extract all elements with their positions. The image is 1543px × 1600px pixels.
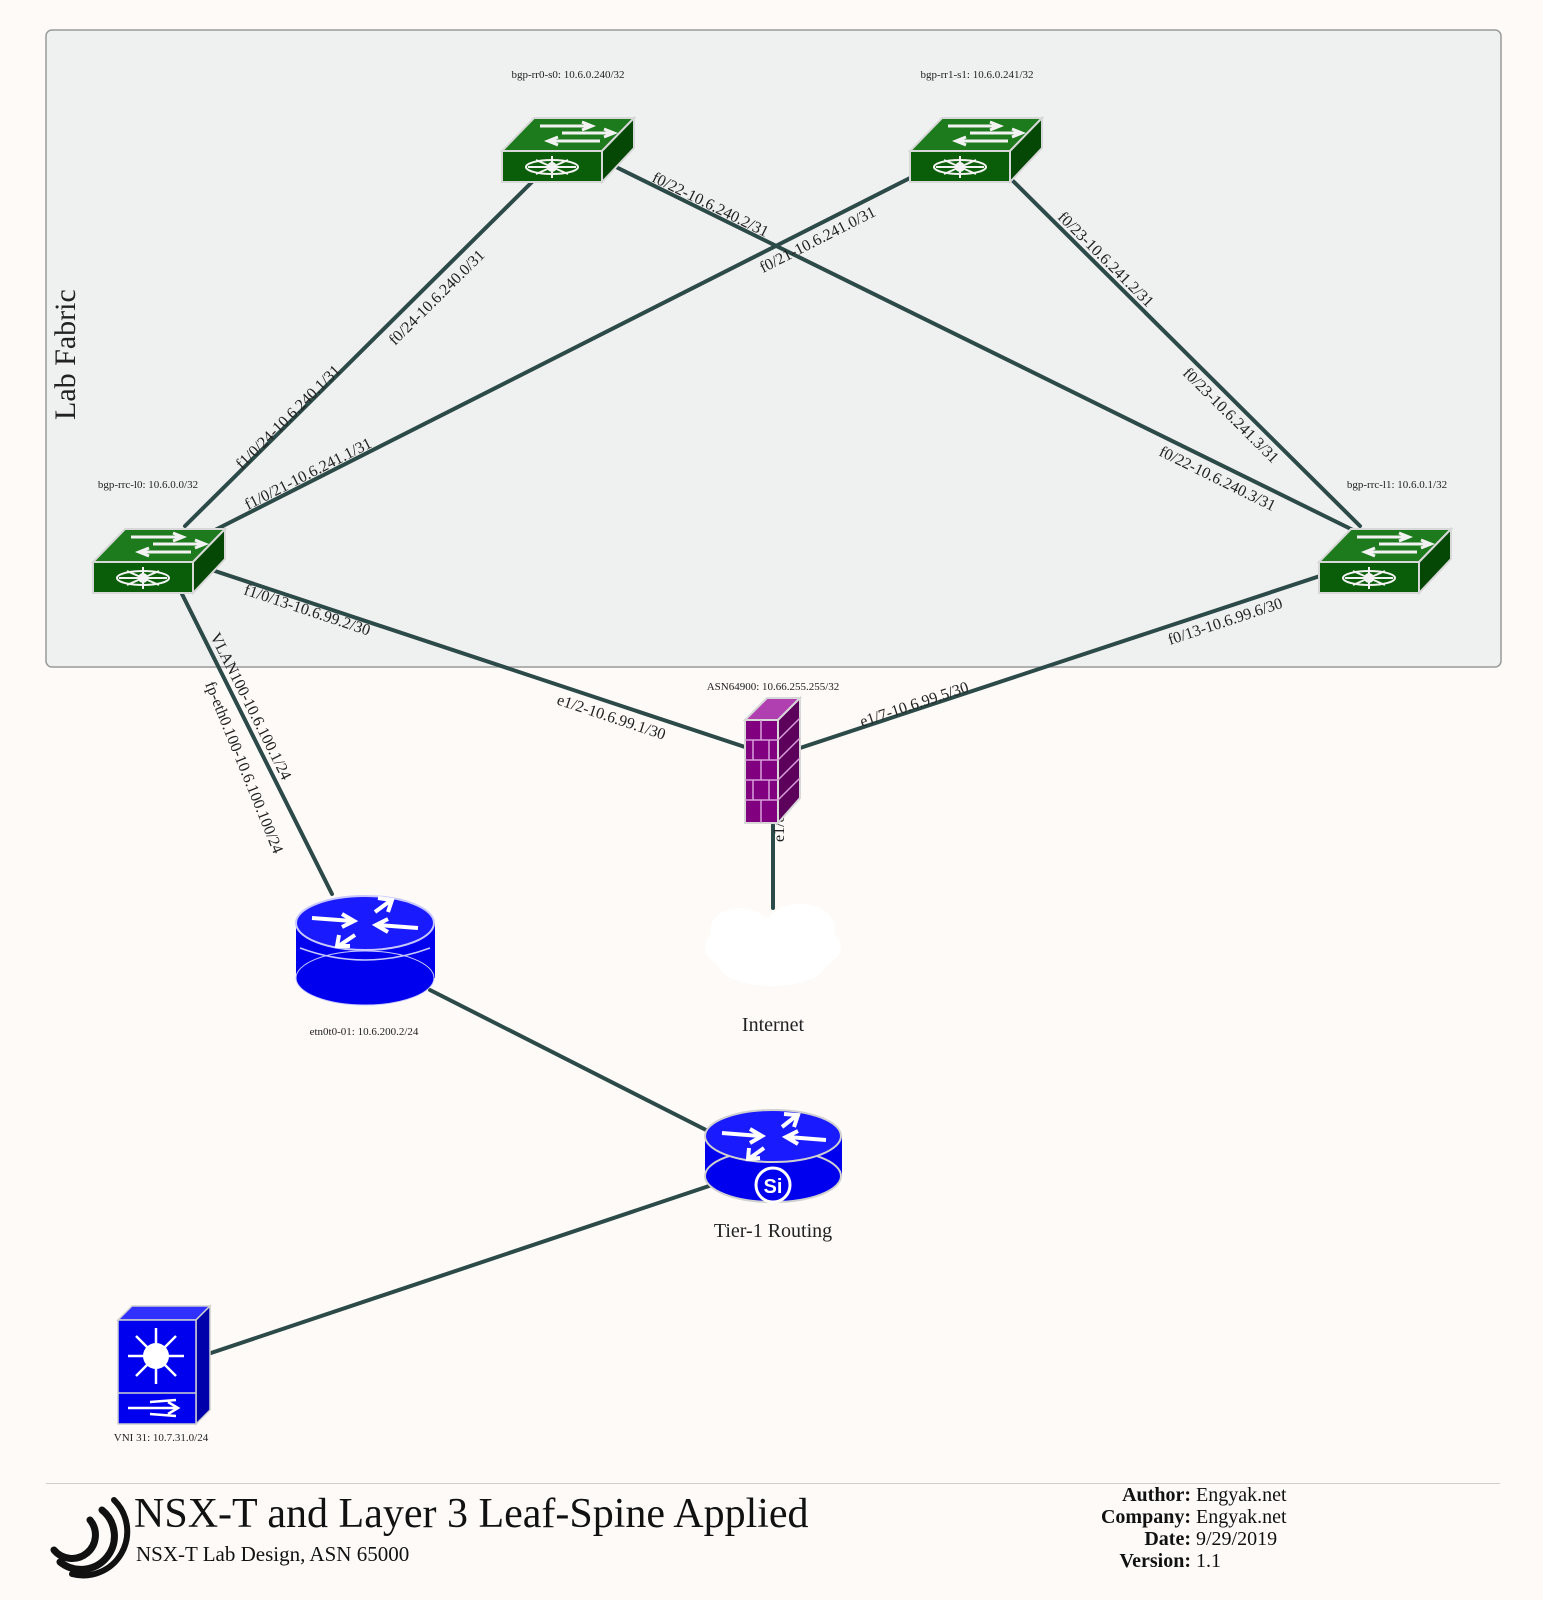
company-key: Company: [1100, 1506, 1191, 1528]
version-value: 1.1 [1196, 1550, 1221, 1572]
lab-fabric-container [45, 29, 1502, 668]
link-l1-fw [798, 574, 1322, 750]
node-label-rr1: bgp-rr1-s1: 10.6.0.241/32 [920, 69, 1033, 81]
link-tier1-vni [203, 1183, 714, 1357]
lab-fabric-title: Lab Fabric [49, 289, 82, 420]
author-value: Engyak.net [1196, 1484, 1287, 1506]
author-key: Author: [1122, 1484, 1191, 1506]
metadata-block: Author: Engyak.net Company: Engyak.net D… [1046, 1484, 1376, 1572]
date-row: Date: 9/29/2019 [1046, 1528, 1376, 1550]
multilayer-switch-icon [116, 1304, 212, 1426]
version-row: Version: 1.1 [1046, 1550, 1376, 1572]
node-label-vni: VNI 31: 10.7.31.0/24 [114, 1432, 209, 1444]
version-key: Version: [1119, 1550, 1191, 1572]
link-l0-fw [213, 569, 750, 750]
title-block: NSX-T and Layer 3 Leaf-Spine Applied NSX… [46, 1483, 1500, 1594]
node-label-rrc-l0: bgp-rrc-l0: 10.6.0.0/32 [98, 479, 198, 491]
links [178, 166, 1362, 1357]
link-rr1-l1 [1010, 178, 1362, 528]
date-value: 9/29/2019 [1196, 1528, 1278, 1550]
diagram-subtitle: NSX-T Lab Design, ASN 65000 [136, 1542, 410, 1566]
node-label-rrc-l1: bgp-rrc-l1: 10.6.0.1/32 [1347, 479, 1447, 491]
link-edge-tier1 [428, 988, 714, 1135]
link-rr0-l1 [616, 166, 1359, 534]
node-label-tier1: Tier-1 Routing [714, 1220, 832, 1242]
firewall-icon [742, 695, 803, 826]
diagram-title: NSX-T and Layer 3 Leaf-Spine Applied [134, 1491, 809, 1537]
si-router-icon: Si [704, 1109, 842, 1204]
cloud-icon [705, 904, 841, 986]
company-logo [50, 1497, 131, 1579]
router-icon [295, 895, 435, 1006]
link-l0-rr1 [213, 176, 912, 532]
link-label: e1/7-10.6.99.5/30 [858, 679, 971, 731]
date-key: Date: [1144, 1528, 1191, 1550]
link-l0-rr0 [183, 180, 534, 528]
node-label-firewall: ASN64900: 10.66.255.255/32 [707, 681, 840, 693]
node-label-internet: Internet [742, 1014, 805, 1036]
node-label-rr0: bgp-rr0-s0: 10.6.0.240/32 [511, 69, 624, 81]
author-row: Author: Engyak.net [1046, 1484, 1376, 1506]
company-value: Engyak.net [1196, 1506, 1287, 1528]
node-label-edge-router: etn0t0-01: 10.6.200.2/24 [310, 1026, 419, 1038]
svg-text:Si: Si [764, 1176, 783, 1198]
link-l0-edge [178, 588, 334, 896]
company-row: Company: Engyak.net [1046, 1506, 1376, 1528]
